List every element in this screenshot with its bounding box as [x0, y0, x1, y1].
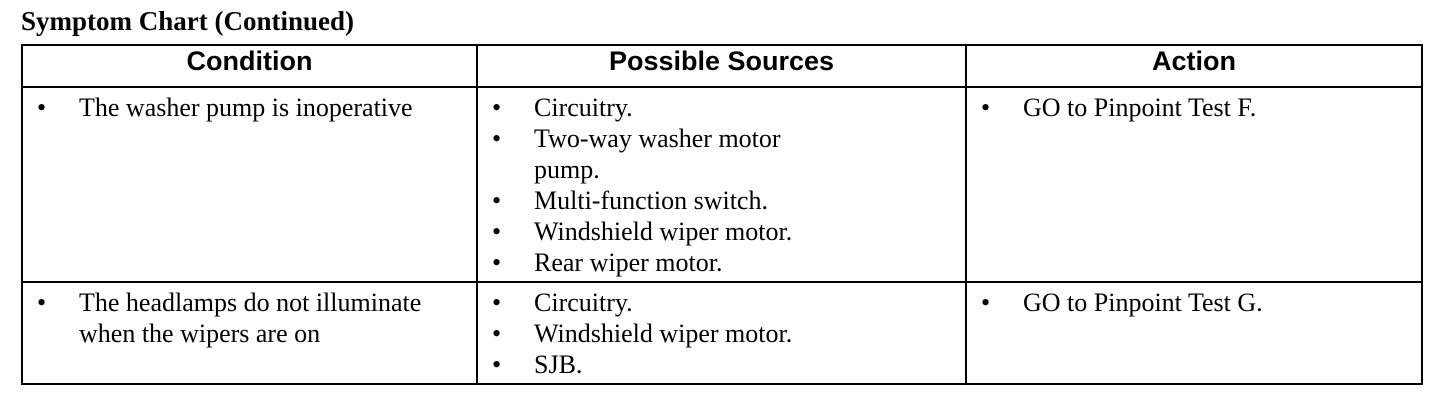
sources-cell: Circuitry. Windshield wiper motor. SJB. — [476, 281, 967, 385]
table-row: The washer pump is inoperative Circuitry… — [21, 86, 1423, 283]
action-cell: GO to Pinpoint Test F. — [965, 86, 1423, 283]
condition-item: The washer pump is inoperative — [23, 92, 476, 123]
source-item: Rear wiper motor. — [478, 247, 965, 278]
condition-cell: The headlamps do not illuminate when the… — [21, 281, 478, 385]
header-action: Action — [965, 44, 1423, 88]
symptom-chart-table: Condition Possible Sources Action The wa… — [21, 44, 1423, 385]
condition-cell: The washer pump is inoperative — [21, 86, 478, 283]
page-title: Symptom Chart (Continued) — [21, 6, 355, 36]
condition-item: The headlamps do not illuminate when the… — [23, 287, 476, 349]
sources-cell: Circuitry. Two-way washer motor pump. Mu… — [476, 86, 967, 283]
action-cell: GO to Pinpoint Test G. — [965, 281, 1423, 385]
header-condition: Condition — [21, 44, 478, 88]
table-header-row: Condition Possible Sources Action — [21, 44, 1423, 88]
table-row: The headlamps do not illuminate when the… — [21, 281, 1423, 385]
source-item: Circuitry. — [478, 92, 965, 123]
source-item: SJB. — [478, 349, 965, 380]
source-item: Multi-function switch. — [478, 185, 965, 216]
source-item: Two-way washer motor pump. — [478, 123, 965, 185]
action-item: GO to Pinpoint Test F. — [967, 92, 1421, 123]
header-possible-sources: Possible Sources — [476, 44, 967, 88]
action-item: GO to Pinpoint Test G. — [967, 287, 1421, 318]
source-item: Circuitry. — [478, 287, 965, 318]
source-item: Windshield wiper motor. — [478, 216, 965, 247]
source-item: Windshield wiper motor. — [478, 318, 965, 349]
